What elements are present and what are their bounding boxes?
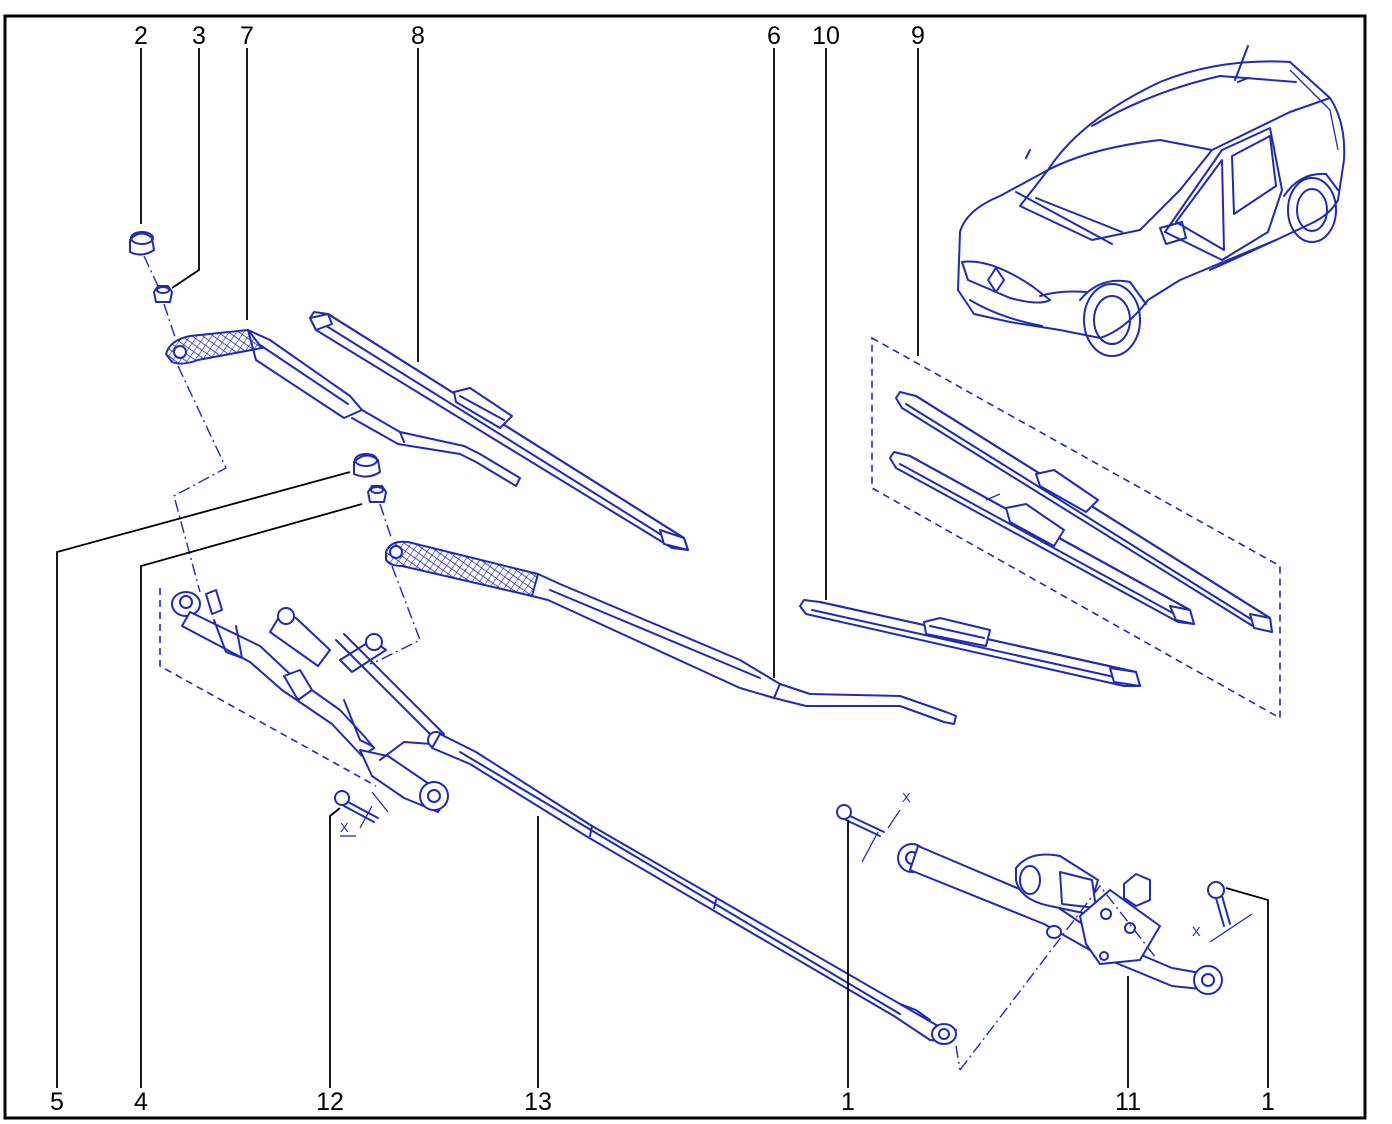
callout-11: 11 [1115, 1088, 1141, 1116]
nut-4 [367, 485, 387, 503]
callout-12: 12 [316, 1088, 344, 1116]
callout-labels: 2 3 7 8 6 10 9 5 4 12 13 1 11 1 [50, 22, 1275, 1116]
callout-8: 8 [411, 22, 425, 50]
dimension-mark-left: X [340, 820, 349, 835]
wiper-blade-set-9 [871, 336, 1281, 720]
wiper-arm-6 [385, 540, 957, 725]
callout-9: 9 [911, 22, 925, 50]
callout-10: 10 [812, 22, 840, 50]
leader-lines [56, 48, 1269, 1088]
callout-4: 4 [134, 1088, 148, 1116]
callout-1-left: 1 [841, 1088, 855, 1116]
callout-2: 2 [134, 22, 148, 50]
nut-3 [153, 285, 173, 303]
wiper-blade-8 [309, 311, 689, 551]
callout-6: 6 [767, 22, 781, 50]
connecting-rod-13 [431, 733, 957, 1045]
wiper-blade-10 [799, 599, 1141, 687]
dimension-mark-right: X [1192, 924, 1201, 939]
cap-5 [353, 453, 381, 478]
wiper-linkage-left [159, 365, 449, 813]
callout-5: 5 [50, 1088, 64, 1116]
dimension-mark-center: X [902, 790, 911, 805]
callout-1-right: 1 [1261, 1088, 1275, 1116]
diagram-frame [3, 14, 1367, 1120]
callout-13: 13 [524, 1088, 552, 1116]
callout-3: 3 [192, 22, 206, 50]
wiper-arm-7 [164, 328, 521, 487]
car-illustration [957, 45, 1346, 357]
cap-2 [129, 231, 155, 256]
wiper-motor-assembly-11: X X [836, 790, 1253, 1071]
callout-7: 7 [240, 22, 254, 50]
bolt-12: X [334, 790, 389, 837]
